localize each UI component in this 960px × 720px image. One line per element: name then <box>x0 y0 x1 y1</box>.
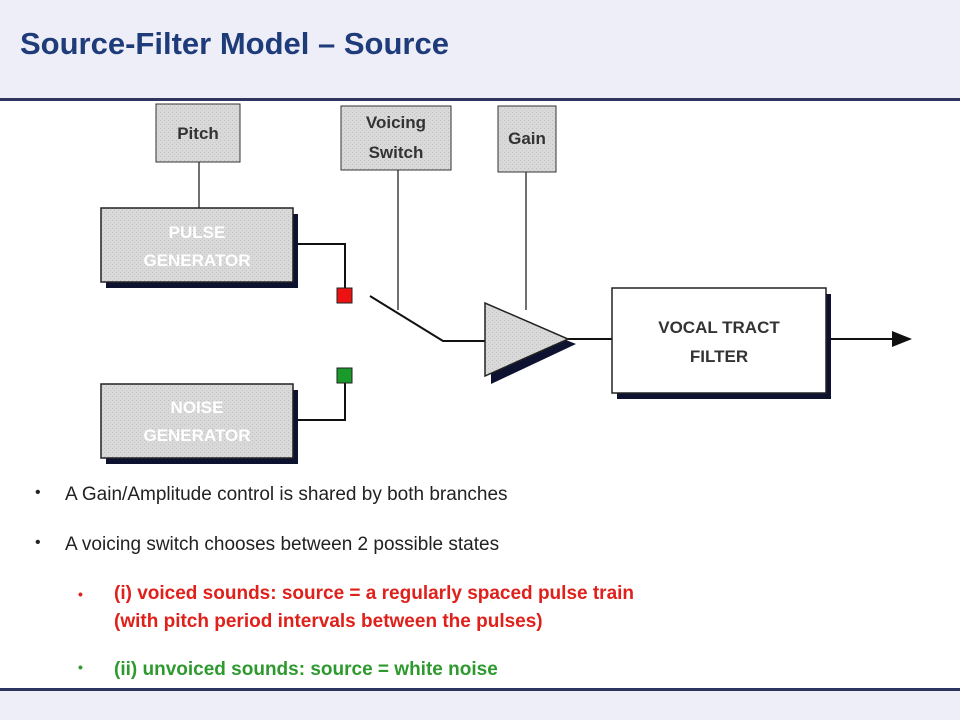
pulse-label-line2: GENERATOR <box>143 251 250 270</box>
bullet-text: A voicing switch chooses between 2 possi… <box>65 534 500 555</box>
bullet-marker: • <box>35 534 41 551</box>
unvoiced-text: (ii) unvoiced sounds: source = white noi… <box>114 659 498 680</box>
gain-amplifier <box>484 301 576 384</box>
voicing-label-line2: Switch <box>369 143 424 162</box>
noise-generator-box: NOISE GENERATOR <box>100 383 298 464</box>
voicing-switch-box: Voicing Switch <box>340 105 452 171</box>
noise-label-line2: GENERATOR <box>143 426 250 445</box>
voiced-text-line1: (i) voiced sounds: source = a regularly … <box>114 583 635 604</box>
pulse-generator-box: PULSE GENERATOR <box>100 207 298 288</box>
gain-label: Gain <box>508 129 546 148</box>
bullet-text: A Gain/Amplitude control is shared by bo… <box>65 484 508 505</box>
header-divider <box>0 98 960 101</box>
filter-label-line1: VOCAL TRACT <box>658 318 780 337</box>
pulse-label-line1: PULSE <box>169 223 226 242</box>
control-wires <box>198 162 527 310</box>
footer-divider <box>0 688 960 691</box>
voicing-label-line1: Voicing <box>366 113 426 132</box>
noise-terminal <box>336 367 353 384</box>
bullet-marker: • <box>78 659 83 675</box>
gain-box: Gain <box>497 105 557 173</box>
vocal-tract-filter-box: VOCAL TRACT FILTER <box>611 287 831 399</box>
footer-band <box>0 691 960 720</box>
pulse-to-switch-wire <box>296 243 346 289</box>
signal-wires <box>296 243 912 421</box>
slide-title: Source-Filter Model – Source <box>20 26 449 61</box>
pitch-box: Pitch <box>155 103 241 163</box>
bullet-marker: • <box>35 484 41 501</box>
noise-label-line1: NOISE <box>171 398 224 417</box>
filter-label-line2: FILTER <box>690 347 748 366</box>
header-band <box>0 0 960 98</box>
pitch-label: Pitch <box>177 124 219 143</box>
bullet-marker: • <box>78 586 83 602</box>
pulse-terminal <box>336 287 353 304</box>
switch-arm <box>369 295 488 342</box>
noise-to-switch-wire <box>296 382 346 421</box>
voiced-text-line2: (with pitch period intervals between the… <box>114 611 543 632</box>
